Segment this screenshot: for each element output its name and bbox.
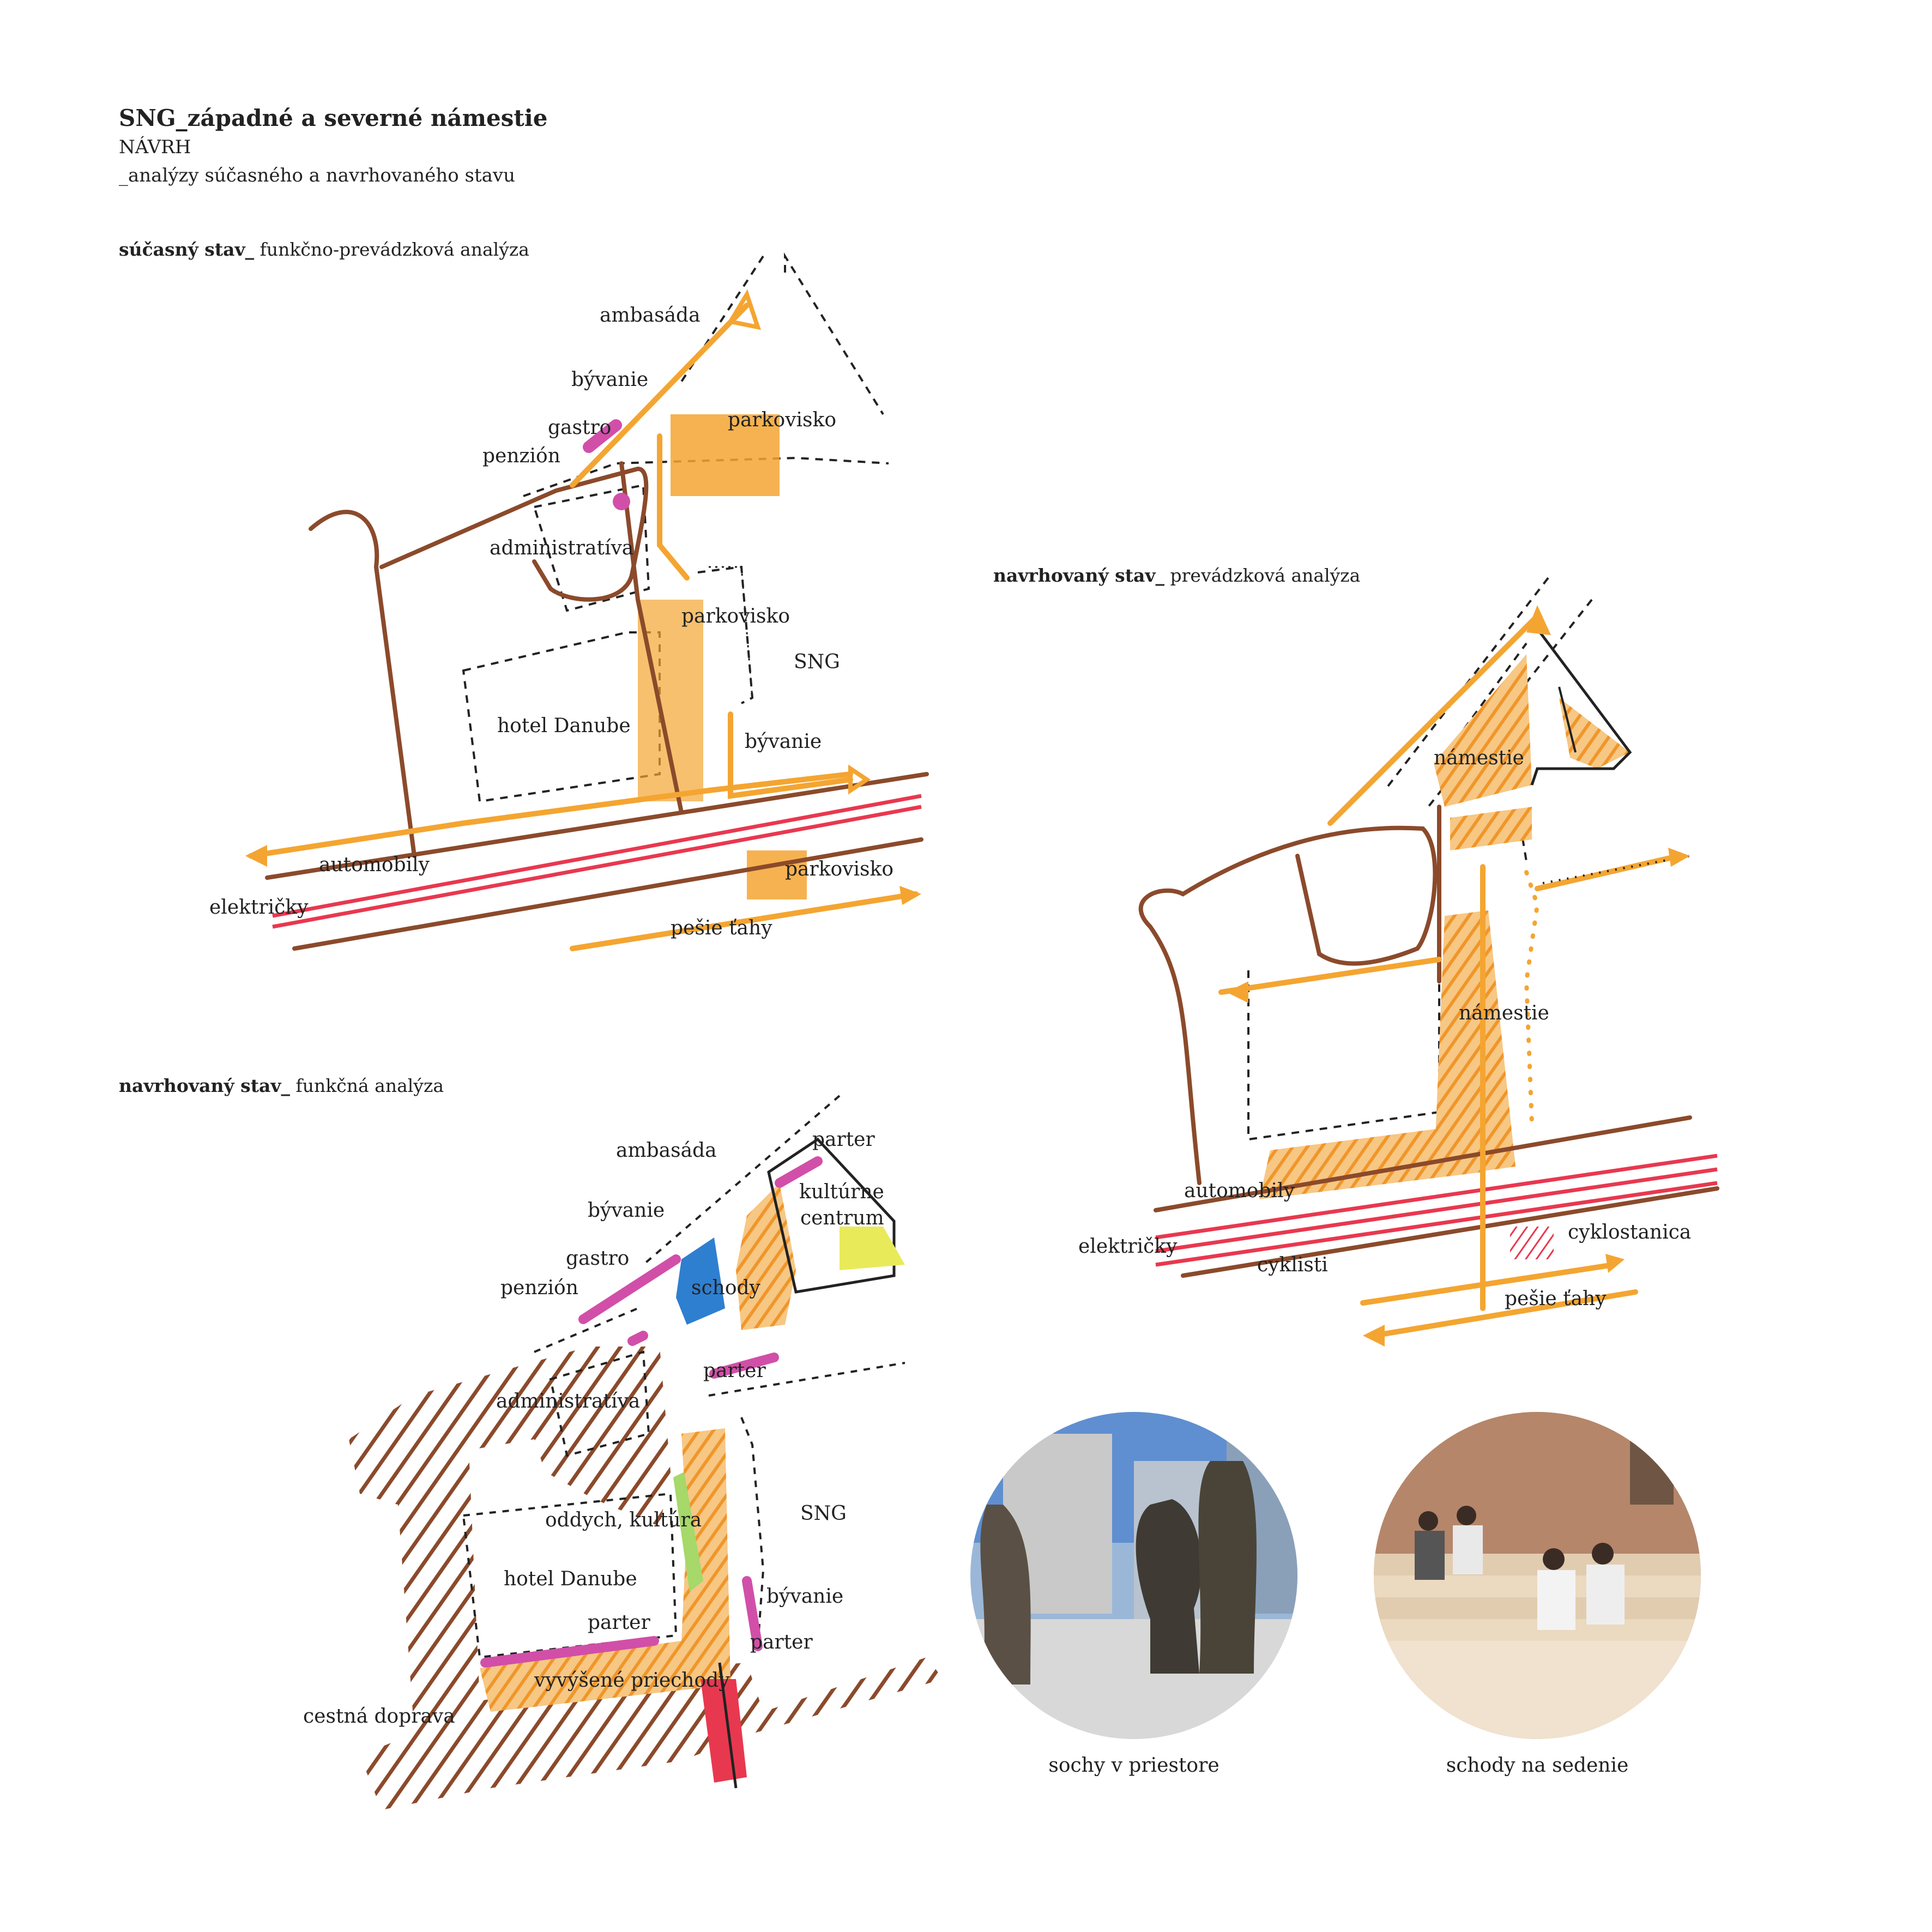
function-label-cestna: cestná doprava: [303, 1705, 455, 1728]
section-traffic-heading: navrhovaný stav_ prevádzková analýza: [993, 565, 1360, 586]
stairs-blue: [676, 1237, 725, 1325]
page-title: SNG_západné a severné námestie: [119, 105, 548, 131]
current-label-parkovisko-3: parkovisko: [785, 858, 893, 880]
photo-caption-sculptures: sochy v priestore: [1048, 1754, 1219, 1777]
traffic-label-pesie: pešie ťahy: [1505, 1288, 1607, 1310]
section-current-heading: súčasný stav_ funkčno-prevádzková analýz…: [119, 239, 529, 260]
traffic-label-elektricky: električky: [1078, 1235, 1178, 1258]
section-current-rest: funkčno-prevádzková analýza: [254, 239, 529, 260]
function-road-hatch: [349, 1347, 943, 1810]
proposed-function-diagram: ambasáda parter kultúrne centrum bývanie…: [303, 1095, 943, 1810]
parking-block-1: [671, 414, 780, 496]
section-traffic-bold: navrhovaný stav_: [993, 565, 1165, 586]
function-label-vyvysene: vyvýšené priechody: [534, 1669, 730, 1692]
photo-caption-steps: schody na sedenie: [1446, 1754, 1629, 1777]
current-label-parkovisko-2: parkovisko: [681, 605, 790, 627]
function-label-byvanie-2: bývanie: [766, 1585, 843, 1608]
function-label-parter-1: parter: [812, 1128, 875, 1151]
function-label-parter-2: parter: [703, 1360, 766, 1382]
traffic-label-namestie-2: námestie: [1459, 1002, 1549, 1024]
function-label-gastro: gastro: [566, 1247, 629, 1270]
function-label-kulturne: kultúrne: [799, 1181, 884, 1203]
raised-crossing: [701, 1679, 747, 1783]
traffic-label-namestie-1: námestie: [1434, 747, 1524, 769]
traffic-label-cyklistanica: cyklostanica: [1568, 1221, 1691, 1243]
parking-block-2: [638, 600, 703, 801]
traffic-label-automobily: automobily: [1184, 1180, 1295, 1202]
section-current-bold: súčasný stav_: [119, 239, 255, 260]
photo-steps: [1374, 1412, 1701, 1739]
traffic-square-north: [1434, 654, 1532, 807]
traffic-square-south: [1434, 910, 1516, 1178]
section-traffic-rest: prevádzková analýza: [1164, 565, 1361, 586]
function-label-oddych: oddych, kultúra: [545, 1509, 702, 1531]
parking-block-3: [747, 850, 807, 899]
current-label-administrativa: administratíva: [490, 537, 633, 559]
proposed-traffic-diagram: námestie námestie automobily električky …: [1078, 577, 1719, 1347]
current-label-penzion: penzión: [482, 445, 560, 467]
function-label-hotel: hotel Danube: [504, 1568, 637, 1590]
current-label-elektricky: električky: [209, 896, 309, 919]
current-label-ambasada: ambasáda: [600, 304, 701, 327]
function-label-sng: SNG: [800, 1502, 847, 1525]
current-label-automobily: automobily: [319, 854, 430, 876]
function-label-centrum: centrum: [800, 1207, 884, 1229]
traffic-label-cyklisti: cyklisti: [1257, 1254, 1328, 1276]
current-label-parkovisko-1: parkovisko: [728, 409, 836, 431]
photo-steps-image: [1374, 1412, 1701, 1739]
current-state-diagram: ambasáda bývanie gastro penzión parkovis…: [209, 252, 929, 951]
page-subtitle-2: _analýzy súčasného a navrhovaného stavu: [119, 165, 515, 186]
section-function-rest: funkčná analýza: [290, 1075, 444, 1096]
current-label-gastro: gastro: [548, 416, 611, 439]
section-function-bold: navrhovaný stav_: [119, 1075, 291, 1096]
page-subtitle: NÁVRH: [119, 136, 191, 158]
culture-yellow: [840, 1227, 905, 1270]
photo-sculptures: [970, 1412, 1297, 1739]
function-label-ambasada: ambasáda: [616, 1139, 717, 1162]
photo-sculptures-image: [970, 1412, 1297, 1739]
function-label-parter-4: parter: [750, 1631, 813, 1653]
function-label-parter-3: parter: [588, 1611, 650, 1634]
section-function-heading: navrhovaný stav_ funkčná analýza: [119, 1075, 444, 1096]
current-label-pesie: pešie ťahy: [671, 917, 772, 939]
function-label-schody: schody: [691, 1277, 761, 1299]
current-label-sng: SNG: [794, 651, 840, 673]
current-label-byvanie: bývanie: [571, 369, 648, 391]
current-label-hotel: hotel Danube: [497, 715, 631, 737]
function-label-administrativa: administratíva: [496, 1390, 640, 1412]
function-label-penzion: penzión: [500, 1277, 578, 1299]
function-label-byvanie-1: bývanie: [588, 1199, 665, 1222]
current-label-byvanie-2: bývanie: [745, 730, 822, 753]
